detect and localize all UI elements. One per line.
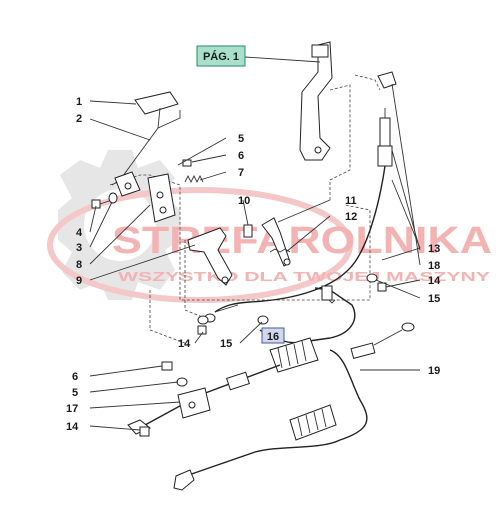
callout-14-mid: 14 xyxy=(178,338,191,350)
callout-13: 13 xyxy=(428,243,440,255)
callout-4: 4 xyxy=(76,227,83,239)
lever-9 xyxy=(187,227,233,286)
watermark-brand-text: STREFAROLNIKA xyxy=(112,220,492,262)
clip-14-lower xyxy=(139,426,150,437)
clip-18-top xyxy=(377,71,397,89)
link-11 xyxy=(261,217,291,267)
washer-15-center xyxy=(257,315,269,325)
callout-11: 11 xyxy=(345,195,357,207)
callout-16-highlight: 16 xyxy=(261,327,285,344)
bellows-lower xyxy=(289,404,337,441)
assembly-frame xyxy=(109,74,381,346)
page-ref-box xyxy=(196,45,246,67)
bracket-17 xyxy=(177,387,211,419)
washer-15-mid xyxy=(197,315,209,325)
callout-5-top: 5 xyxy=(238,133,244,145)
callout-2: 2 xyxy=(76,113,82,125)
callout-12: 12 xyxy=(345,211,357,223)
cable-13-end-fitting xyxy=(377,108,393,167)
lower-cable xyxy=(127,364,281,435)
bolt-6-lower xyxy=(161,361,173,371)
pin-10 xyxy=(243,224,253,238)
washer-5-lower xyxy=(176,377,188,387)
page-ref-tag: PÁG. 1 xyxy=(196,45,246,67)
bracket-assembly xyxy=(299,41,333,161)
watermark-tagline-text: WSZYSTKO DLA TWOJEJ MASZYNY xyxy=(118,270,491,284)
callout-6-lower: 6 xyxy=(72,371,78,383)
callout-14-right: 14 xyxy=(428,275,441,287)
callout-14-lower: 14 xyxy=(66,421,79,433)
callout-16-label: 16 xyxy=(267,331,279,343)
callout-10: 10 xyxy=(238,195,250,207)
washer-3 xyxy=(108,192,118,204)
callout-1: 1 xyxy=(76,96,82,108)
bolt-6-top xyxy=(182,159,192,167)
watermark-swoosh xyxy=(47,187,353,303)
callout-18: 18 xyxy=(428,260,440,272)
callout-3: 3 xyxy=(76,242,82,254)
callout-19: 19 xyxy=(428,365,440,377)
callout-15-mid: 15 xyxy=(220,338,232,350)
page-ref-label: PÁG. 1 xyxy=(203,50,239,63)
callout-8: 8 xyxy=(76,259,82,271)
callout-16-box xyxy=(261,327,285,344)
pedal-assembly xyxy=(111,91,181,223)
bellows-upper xyxy=(269,337,319,373)
leader-lines xyxy=(89,56,421,431)
callout-7: 7 xyxy=(238,167,244,179)
callout-9: 9 xyxy=(76,275,82,287)
spring-12 xyxy=(269,248,291,253)
washer-15-right xyxy=(366,273,378,283)
callout-15-right: 15 xyxy=(428,293,440,305)
cable-19 xyxy=(173,322,415,491)
callout-labels: 1 2 3 4 5 6 7 8 9 10 11 12 13 14 14 14 1… xyxy=(66,96,441,433)
callout-17: 17 xyxy=(66,403,78,415)
callout-5-lower: 5 xyxy=(72,387,78,399)
spring-7 xyxy=(184,174,204,184)
callout-6-top: 6 xyxy=(238,150,244,162)
clip-14-right xyxy=(377,282,387,292)
